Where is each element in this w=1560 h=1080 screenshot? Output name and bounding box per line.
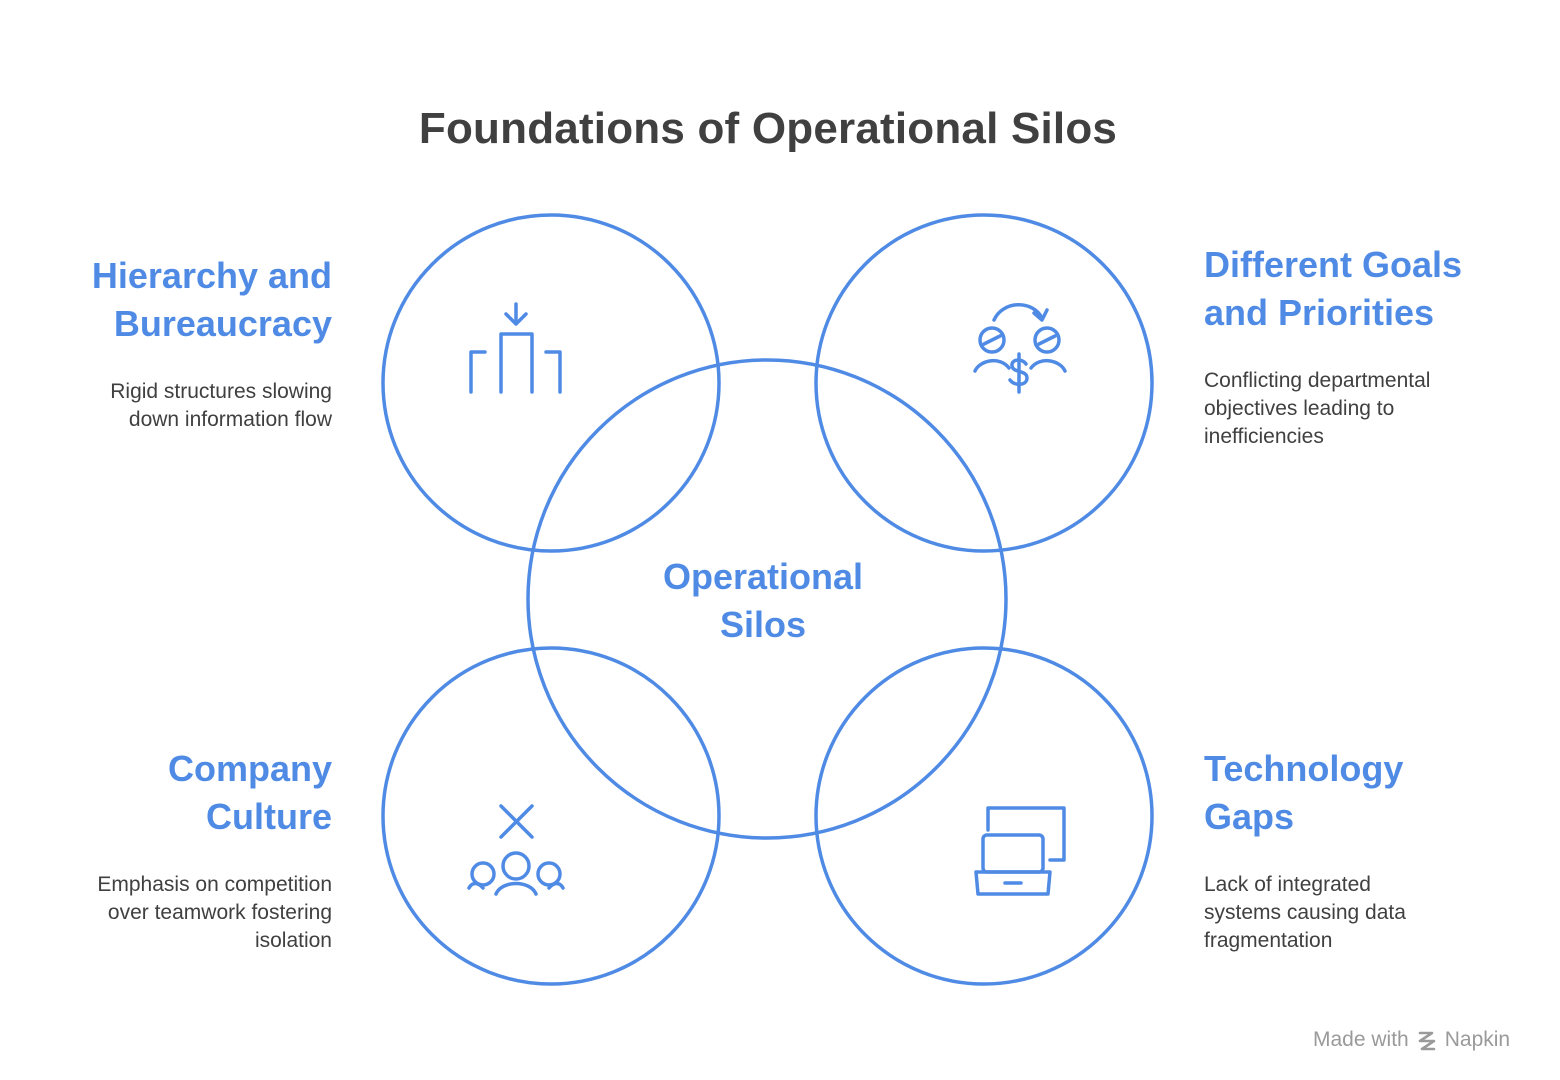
description-line: down information flow <box>128 408 332 431</box>
center-label-line2: Silos <box>719 604 807 645</box>
heading-line: Technology <box>1204 748 1404 789</box>
napkin-logo-icon <box>1418 1031 1436 1051</box>
credit-made-with: Made with <box>1313 1028 1409 1051</box>
goals-heading: Different Goals and Priorities <box>1204 241 1504 337</box>
goals-description: Conflicting departmental objectives lead… <box>1204 367 1504 451</box>
heading-line: Culture <box>206 796 332 837</box>
credit-brand: Napkin <box>1444 1028 1511 1051</box>
team-conflict-icon <box>467 804 565 896</box>
circle-goals <box>814 213 1154 553</box>
description-line: over teamwork fostering <box>107 901 332 924</box>
circle-technology <box>814 646 1154 986</box>
circle-culture <box>381 646 721 986</box>
center-label-line1: Operational <box>662 556 864 597</box>
circle-center <box>526 358 1008 840</box>
description-line: Lack of integrated <box>1204 873 1371 896</box>
technology-heading: Technology Gaps <box>1204 745 1504 841</box>
culture-description: Emphasis on competition over teamwork fo… <box>32 871 332 955</box>
heading-line: Hierarchy and <box>91 255 332 296</box>
heading-line: Gaps <box>1204 796 1295 837</box>
circle-hierarchy <box>381 213 721 553</box>
description-line: fragmentation <box>1204 929 1333 952</box>
description-line: objectives leading to <box>1204 397 1395 420</box>
napkin-credit[interactable]: Made with Napkin <box>1313 1028 1510 1052</box>
heading-line: Different Goals <box>1204 244 1463 285</box>
hierarchy-icon <box>469 302 562 394</box>
culture-heading: Company Culture <box>32 745 332 841</box>
technology-description: Lack of integrated systems causing data … <box>1204 871 1504 955</box>
description-line: systems causing data <box>1204 901 1406 924</box>
description-line: Emphasis on competition <box>97 873 332 896</box>
hierarchy-block: Hierarchy and Bureaucracy Rigid structur… <box>32 252 332 434</box>
hierarchy-description: Rigid structures slowing down informatio… <box>32 378 332 434</box>
description-line: Rigid structures slowing <box>110 380 332 403</box>
disconnected-devices-icon <box>974 806 1066 896</box>
description-line: inefficiencies <box>1204 425 1324 448</box>
technology-block: Technology Gaps Lack of integrated syste… <box>1204 745 1504 955</box>
center-label: Operational Silos <box>613 553 913 649</box>
goals-block: Different Goals and Priorities Conflicti… <box>1204 241 1504 451</box>
heading-line: Bureaucracy <box>113 303 332 344</box>
hierarchy-heading: Hierarchy and Bureaucracy <box>32 252 332 348</box>
heading-line: Company <box>167 748 332 789</box>
heading-line: and Priorities <box>1204 292 1435 333</box>
description-line: Conflicting departmental <box>1204 369 1431 392</box>
culture-block: Company Culture Emphasis on competition … <box>32 745 332 955</box>
diagram-title: Foundations of Operational Silos <box>418 104 1118 153</box>
conflicting-goals-icon <box>973 303 1067 394</box>
description-line: isolation <box>254 929 332 952</box>
